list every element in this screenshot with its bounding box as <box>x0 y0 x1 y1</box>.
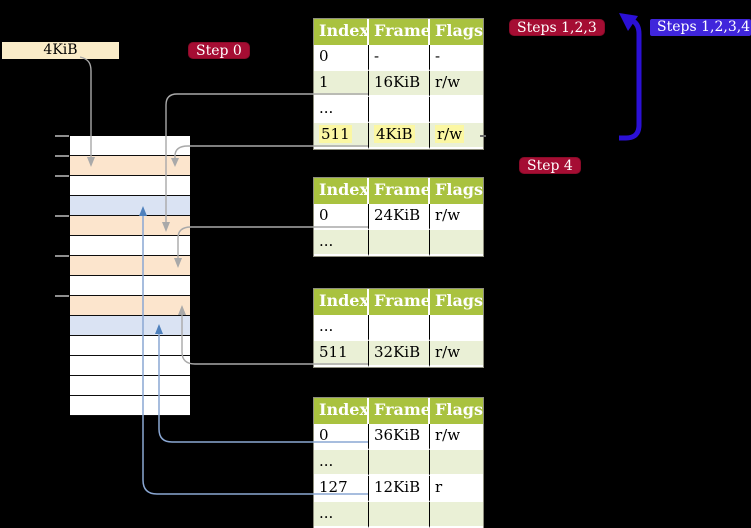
table-cell: ... <box>314 230 369 256</box>
badge-step-0: Step 0 <box>188 42 250 59</box>
table-cell <box>430 502 483 528</box>
table-cell <box>369 97 430 123</box>
table-cell: 0 <box>314 45 369 71</box>
badge-steps-1-2-3-4: Steps 1,2,3,4 <box>650 19 751 36</box>
table-cell: 36KiB <box>369 424 430 450</box>
table-row: 511 4KiB r/w <box>314 123 483 149</box>
memory-frame-row <box>70 156 190 176</box>
table-cell: - <box>369 45 430 71</box>
column-header-index: Index <box>314 19 369 45</box>
address-tick-mark <box>55 175 69 177</box>
column-header-frame: Frame <box>369 289 430 315</box>
big-blue-loop-arrow <box>619 13 642 141</box>
table-cell <box>369 315 430 341</box>
memory-frame-row <box>70 216 190 236</box>
memory-frame-row <box>70 356 190 376</box>
table-cell: 511 <box>314 341 369 367</box>
table-cell <box>430 450 483 476</box>
column-header-index: Index <box>314 398 369 424</box>
table-cell <box>430 315 483 341</box>
table-row: ... <box>314 315 483 341</box>
table-cell: ... <box>314 450 369 476</box>
address-tick-mark <box>55 155 69 157</box>
table-cell: 4KiB <box>369 123 430 149</box>
table-cell: r/w <box>430 204 483 230</box>
address-tick-mark <box>55 255 69 257</box>
highlighted-value: r/w <box>435 125 465 143</box>
column-header-flags: Flags <box>435 180 483 199</box>
table-row: 0-- <box>314 45 483 71</box>
memory-frame-row <box>70 176 190 196</box>
table-cell <box>369 450 430 476</box>
column-header-index: Index <box>314 289 369 315</box>
table-cell: ... <box>314 315 369 341</box>
badge-step-4: Step 4 <box>519 157 581 174</box>
address-tick-mark <box>55 215 69 217</box>
address-tick-mark <box>55 295 69 297</box>
table-cell: ... <box>314 502 369 528</box>
badge-steps-1-2-3: Steps 1,2,3 <box>509 19 605 36</box>
table-cell <box>430 230 483 256</box>
column-header-flags: Flags <box>435 21 483 40</box>
table-cell: - <box>430 45 483 71</box>
table-cell: 0 <box>314 204 369 230</box>
column-header-flags: Flags <box>435 291 483 310</box>
memory-frame-row <box>70 376 190 396</box>
memory-frame-row <box>70 296 190 316</box>
table-row: ... <box>314 97 483 123</box>
table-cell: 1 <box>314 71 369 97</box>
column-header-index: Index <box>314 178 369 204</box>
table-cell: 24KiB <box>369 204 430 230</box>
highlighted-value: 4KiB <box>374 125 415 143</box>
table-cell <box>369 502 430 528</box>
memory-frame-row <box>70 136 190 156</box>
memory-frame-row <box>70 196 190 216</box>
table-cell: r/w <box>430 424 483 450</box>
table-row: ... <box>314 230 483 256</box>
memory-frame-row <box>70 236 190 256</box>
table-cell <box>369 230 430 256</box>
table-cell: 12KiB <box>369 476 430 502</box>
table-cell: r/w <box>430 341 483 367</box>
memory-frame-row <box>70 316 190 336</box>
address-tick-mark <box>55 135 69 137</box>
column-header-frame: Frame <box>369 398 430 424</box>
table-cell: r/w <box>430 123 483 149</box>
table-cell: 511 <box>314 123 369 149</box>
memory-frame-row <box>70 276 190 296</box>
page-size-label: 4KiB <box>2 42 119 59</box>
column-header-frame: Frame <box>369 178 430 204</box>
memory-frame-row <box>70 336 190 356</box>
physical-memory-column <box>70 136 190 416</box>
table-cell: ... <box>314 97 369 123</box>
column-header-flags: Flags <box>435 400 483 419</box>
table-cell: r/w <box>430 71 483 97</box>
table-cell: 0 <box>314 424 369 450</box>
memory-frame-row <box>70 256 190 276</box>
column-header-frame: Frame <box>369 19 430 45</box>
table-cell: r <box>430 476 483 502</box>
table-cell: 16KiB <box>369 71 430 97</box>
table-cell <box>430 97 483 123</box>
table-row: ... <box>314 502 483 528</box>
table-cell: 127 <box>314 476 369 502</box>
table-row: ... <box>314 450 483 476</box>
table-cell: 32KiB <box>369 341 430 367</box>
highlighted-value: 511 <box>319 125 352 143</box>
memory-frame-row <box>70 396 190 416</box>
